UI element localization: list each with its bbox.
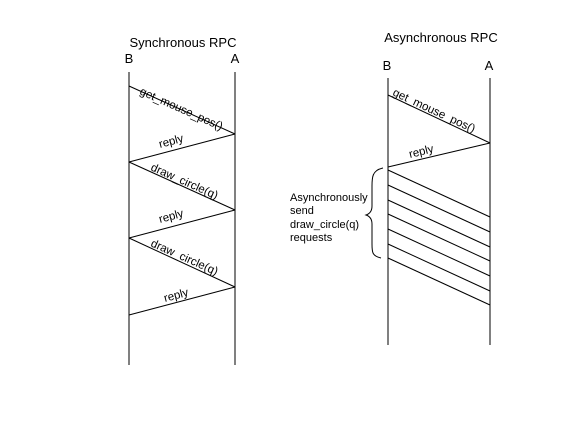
sync-message-label: draw_circle(q) bbox=[149, 238, 220, 278]
sync-message-label: reply bbox=[158, 208, 185, 226]
sync-message-arrow bbox=[128, 286, 236, 316]
sync-message-arrow bbox=[128, 237, 236, 288]
curly-brace-icon bbox=[364, 167, 384, 259]
async-annotation-line: Asynchronously bbox=[290, 192, 368, 204]
async-request-arrow bbox=[387, 169, 491, 218]
sync-label-a: A bbox=[231, 51, 240, 66]
sync-message-label: draw_circle(q) bbox=[149, 162, 220, 202]
async-request-arrow bbox=[387, 184, 491, 233]
async-request-arrow bbox=[387, 213, 491, 262]
sync-title: Synchronous RPC bbox=[130, 35, 237, 50]
sync-message-arrow bbox=[128, 85, 236, 135]
sync-rpc-panel: Synchronous RPC B A get_mouse_pos() repl… bbox=[125, 35, 240, 365]
async-label-b: B bbox=[383, 58, 392, 73]
async-message-label: reply bbox=[408, 143, 435, 161]
async-message-arrow bbox=[387, 94, 491, 144]
async-label-a: A bbox=[485, 58, 494, 73]
async-message-arrow bbox=[387, 142, 491, 168]
async-request-arrow bbox=[387, 257, 491, 306]
async-annotation-line: requests bbox=[290, 232, 333, 244]
async-annotation-line: send bbox=[290, 205, 314, 217]
async-request-arrow bbox=[387, 243, 491, 292]
async-title: Asynchronous RPC bbox=[384, 30, 497, 45]
async-annotation-line: draw_circle(q) bbox=[290, 219, 359, 231]
sync-message-arrow bbox=[128, 161, 236, 211]
async-message-label: get_mouse_pos() bbox=[391, 87, 477, 136]
sync-label-b: B bbox=[125, 51, 134, 66]
async-request-arrow bbox=[387, 228, 491, 277]
async-request-arrow bbox=[387, 199, 491, 248]
async-rpc-panel: Asynchronous RPC B A get_mouse_pos() rep… bbox=[290, 30, 498, 345]
sync-message-arrow bbox=[128, 133, 236, 163]
sync-message-arrow bbox=[128, 209, 236, 239]
sync-message-label: get_mouse_pos() bbox=[138, 86, 225, 133]
